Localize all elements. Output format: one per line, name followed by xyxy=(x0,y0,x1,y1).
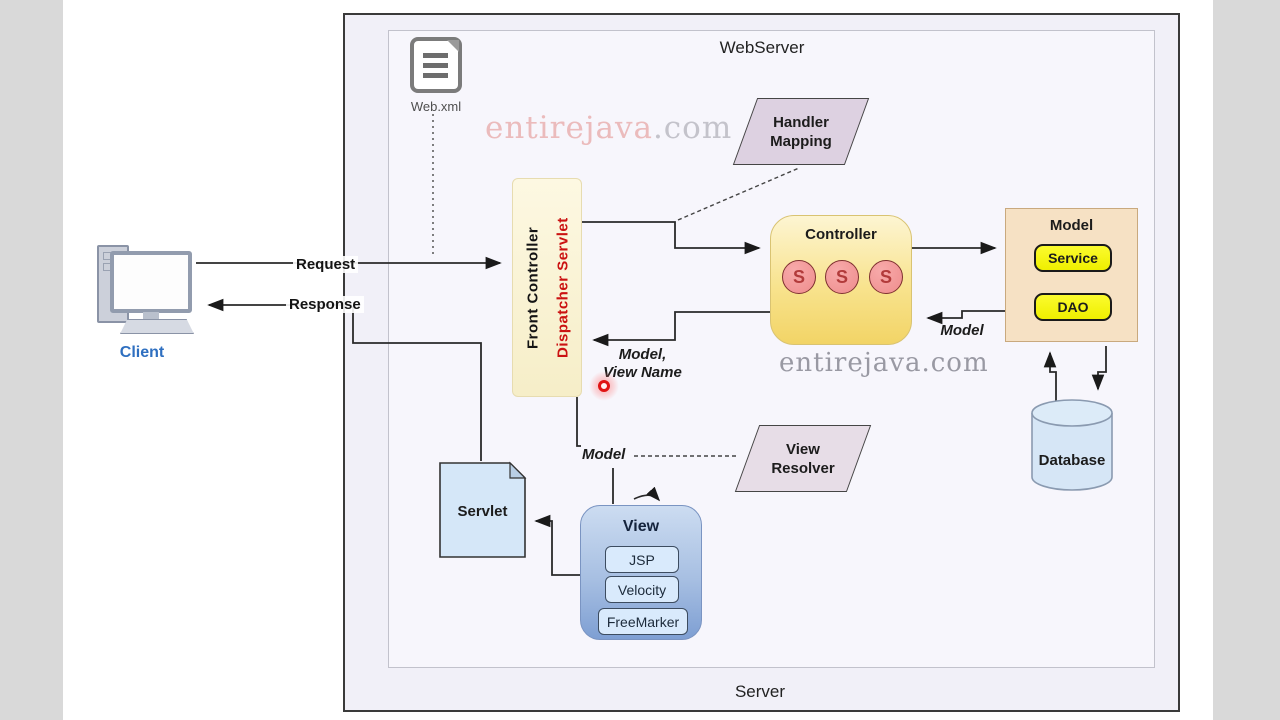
monitor-stand xyxy=(143,312,159,320)
model-view-name-label: Model, View Name xyxy=(603,346,682,381)
front-controller-box: Front Controller Dispatcher Servlet xyxy=(512,178,582,397)
freemarker-badge: FreeMarker xyxy=(598,608,688,635)
model-title: Model xyxy=(1049,217,1094,234)
servlet-circle: S xyxy=(825,260,859,294)
velocity-badge: Velocity xyxy=(605,576,679,603)
webserver-title: WebServer xyxy=(719,38,805,57)
view-resolver-label: View Resolver xyxy=(771,440,835,477)
model-return-label: Model xyxy=(940,322,984,339)
servlet-circle: S xyxy=(869,260,903,294)
dispatcher-servlet-label: Dispatcher Servlet xyxy=(554,217,572,358)
left-margin-strip xyxy=(0,0,63,720)
database-label: Database xyxy=(1038,452,1106,469)
client-label: Client xyxy=(119,344,165,361)
servlet-document-label: Servlet xyxy=(457,503,508,520)
webxml-document-icon xyxy=(410,37,462,93)
right-margin-strip xyxy=(1213,0,1280,720)
controller-title: Controller xyxy=(805,226,877,243)
server-title: Server xyxy=(734,682,786,701)
response-label: Response xyxy=(286,296,364,313)
page-fold-corner xyxy=(447,40,459,52)
watermark-top: entirejava.com xyxy=(485,110,733,146)
watermark-middle: entirejava.com xyxy=(779,348,989,378)
servlet-circle: S xyxy=(782,260,816,294)
keyboard-icon xyxy=(120,319,194,334)
model-box: Model Service DAO xyxy=(1005,208,1138,342)
jsp-badge: JSP xyxy=(605,546,679,573)
view-title: View xyxy=(622,518,660,535)
view-resolver-parallelogram: View Resolver xyxy=(734,425,872,492)
laser-pointer-dot xyxy=(589,371,619,401)
request-label: Request xyxy=(293,256,359,273)
front-controller-label: Front Controller xyxy=(524,226,542,349)
view-box: View JSP Velocity FreeMarker xyxy=(580,505,702,640)
webxml-label: Web.xml xyxy=(410,99,462,114)
handler-mapping-parallelogram: Handler Mapping xyxy=(732,98,870,165)
service-badge: Service xyxy=(1034,244,1112,272)
model-to-resolver-label: Model xyxy=(582,446,626,463)
handler-mapping-label: Handler Mapping xyxy=(770,113,832,150)
controller-box: Controller S S S xyxy=(770,215,912,345)
dao-badge: DAO xyxy=(1034,293,1112,321)
computer-monitor-icon xyxy=(110,251,192,313)
